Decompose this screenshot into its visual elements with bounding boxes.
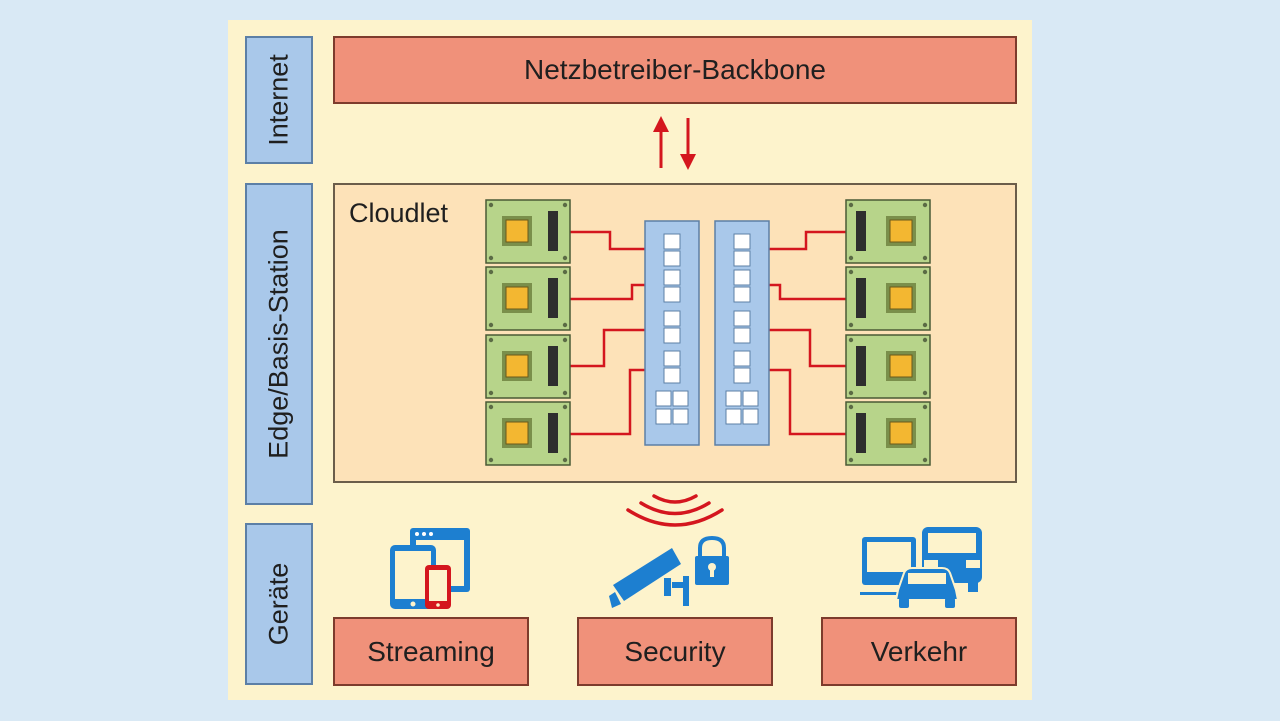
streaming-label: Streaming bbox=[367, 635, 495, 667]
vehicles-icon bbox=[860, 527, 982, 608]
network-cable bbox=[570, 230, 664, 251]
board-connector bbox=[548, 211, 558, 251]
server-board bbox=[845, 334, 931, 399]
server-board bbox=[845, 199, 931, 264]
network-cable bbox=[750, 328, 846, 368]
layer-devices: Geräte bbox=[245, 523, 313, 685]
board-connector bbox=[856, 278, 866, 318]
backbone-box: Netzbetreiber-Backbone bbox=[333, 36, 1017, 104]
security-box: Security bbox=[577, 617, 773, 686]
switch-port bbox=[672, 408, 689, 425]
board-connector bbox=[856, 346, 866, 386]
cpu-chip bbox=[505, 219, 529, 243]
streaming-box: Streaming bbox=[333, 617, 529, 686]
network-wires bbox=[570, 230, 846, 436]
cpu-chip bbox=[505, 286, 529, 310]
server-board bbox=[845, 401, 931, 466]
network-switch bbox=[644, 220, 700, 446]
switch-port bbox=[672, 390, 689, 407]
server-board bbox=[485, 266, 571, 331]
switch-port bbox=[663, 286, 681, 303]
server-board bbox=[845, 266, 931, 331]
switch-port bbox=[742, 408, 759, 425]
bidirectional-arrows-icon bbox=[653, 116, 696, 170]
cpu-chip bbox=[889, 354, 913, 378]
traffic-box: Verkehr bbox=[821, 617, 1017, 686]
switch-port bbox=[663, 269, 681, 286]
network-switches bbox=[644, 220, 770, 446]
board-connector bbox=[856, 413, 866, 453]
cpu-chip bbox=[889, 219, 913, 243]
switch-port bbox=[742, 390, 759, 407]
switch-port bbox=[733, 250, 751, 267]
server-board bbox=[485, 334, 571, 399]
switch-port bbox=[733, 286, 751, 303]
board-connector bbox=[548, 278, 558, 318]
layer-internet: Internet bbox=[245, 36, 313, 164]
server-board bbox=[485, 401, 571, 466]
board-connector bbox=[856, 211, 866, 251]
backbone-label: Netzbetreiber-Backbone bbox=[524, 54, 826, 85]
switch-port bbox=[663, 233, 681, 250]
switch-port bbox=[663, 250, 681, 267]
padlock-icon bbox=[695, 535, 729, 585]
server-board bbox=[485, 199, 571, 264]
switch-port bbox=[733, 350, 751, 367]
switch-port bbox=[655, 408, 672, 425]
traffic-label: Verkehr bbox=[870, 635, 968, 667]
switch-port bbox=[733, 269, 751, 286]
switch-port bbox=[733, 367, 751, 384]
server-boards bbox=[485, 199, 931, 466]
tablet-phone-icon bbox=[390, 528, 470, 609]
layer-edge: Edge/Basis-Station bbox=[245, 183, 313, 505]
switch-port bbox=[663, 367, 681, 384]
board-connector bbox=[548, 413, 558, 453]
cpu-chip bbox=[505, 421, 529, 445]
wireless-signal-icon bbox=[626, 494, 724, 527]
surveillance-camera-icon bbox=[609, 548, 689, 608]
switch-port bbox=[733, 310, 751, 327]
switch-port bbox=[663, 327, 681, 344]
cloudlet-label: Cloudlet bbox=[349, 198, 449, 228]
switch-port bbox=[663, 350, 681, 367]
network-cable bbox=[750, 230, 846, 251]
switch-port bbox=[655, 390, 672, 407]
cpu-chip bbox=[889, 286, 913, 310]
switch-port bbox=[733, 233, 751, 250]
network-switch bbox=[714, 220, 770, 446]
switch-port bbox=[725, 390, 742, 407]
switch-port bbox=[733, 327, 751, 344]
network-cable bbox=[750, 368, 846, 436]
cpu-chip bbox=[505, 354, 529, 378]
security-label: Security bbox=[624, 635, 726, 667]
network-cable bbox=[570, 328, 664, 368]
cpu-chip bbox=[889, 421, 913, 445]
board-connector bbox=[548, 346, 558, 386]
switch-port bbox=[725, 408, 742, 425]
switch-port bbox=[663, 310, 681, 327]
